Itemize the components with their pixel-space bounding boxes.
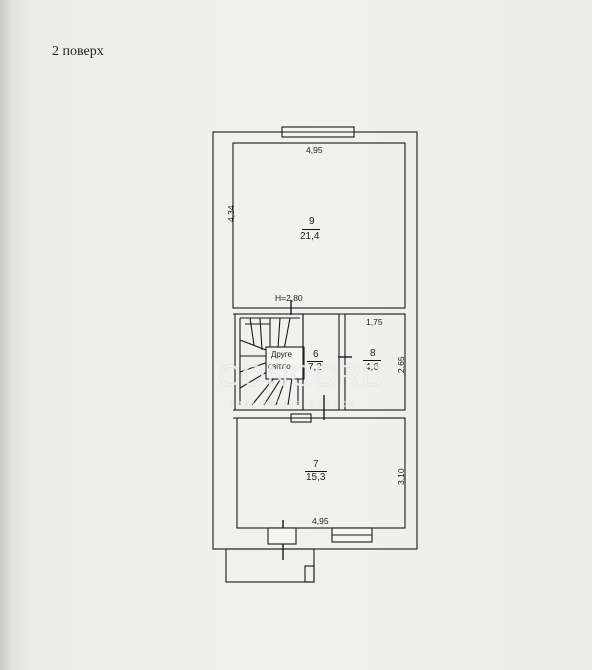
outer-wall bbox=[212, 131, 418, 550]
room-8-area: 4,6 bbox=[365, 362, 379, 373]
room-7-number: 7 bbox=[313, 459, 319, 470]
room-7-outline bbox=[236, 417, 406, 529]
watermark-tagline: real estate agency bbox=[230, 398, 356, 410]
room-7-area: 15,3 bbox=[306, 472, 326, 483]
room-8-number: 8 bbox=[370, 348, 376, 359]
room-8-divider bbox=[363, 360, 381, 361]
watermark-brand: CONCORD bbox=[218, 358, 386, 393]
second-light-label-1: Друге bbox=[271, 350, 292, 359]
room-9-outline bbox=[232, 142, 406, 309]
page-edge bbox=[0, 0, 14, 670]
room-9-area: 21,4 bbox=[300, 231, 320, 242]
room-9-number: 9 bbox=[309, 216, 315, 227]
ceiling-height-label: H=2,80 bbox=[275, 293, 303, 303]
room-7-divider bbox=[305, 471, 327, 472]
room-7-height: 3,10 bbox=[396, 468, 406, 485]
room-6-divider bbox=[307, 361, 323, 362]
second-light-label-2: світло bbox=[268, 362, 291, 371]
room-6-area: 7,2 bbox=[308, 362, 322, 373]
room-9-divider bbox=[302, 229, 320, 230]
dimension-room9-height: 4,34 bbox=[226, 205, 236, 222]
dimension-room9-width: 4,95 bbox=[306, 145, 323, 155]
balcony bbox=[225, 548, 315, 583]
room-8-height: 2,65 bbox=[396, 356, 406, 373]
room-6-number: 6 bbox=[313, 349, 319, 360]
floor-label: 2 поверх bbox=[52, 44, 104, 59]
room-8-width: 1,75 bbox=[366, 317, 383, 327]
room-7-width: 4,95 bbox=[312, 516, 329, 526]
